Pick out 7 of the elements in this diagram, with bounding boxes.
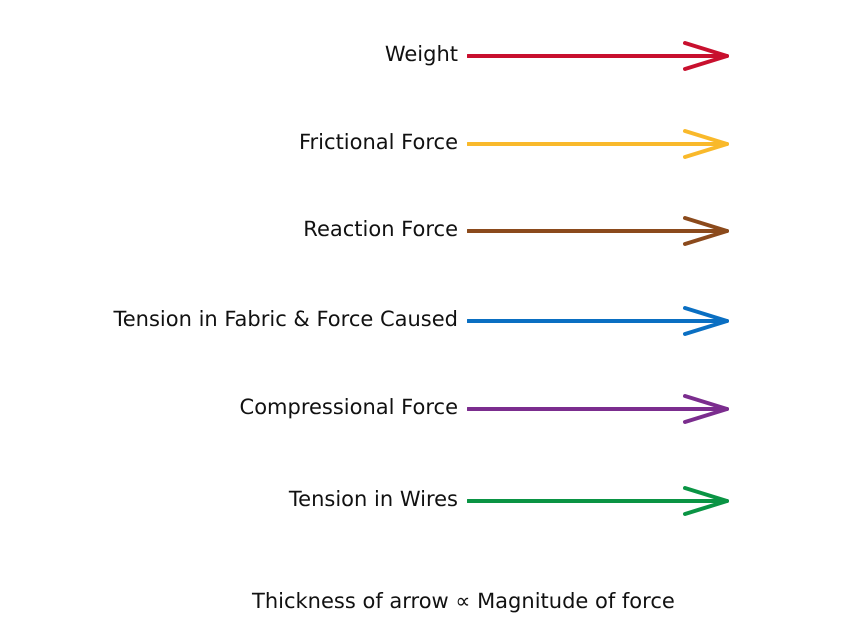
legend-label: Compressional Force xyxy=(240,394,458,421)
note-text: Thickness of arrow ∝ Magnitude of force xyxy=(252,588,675,615)
legend-label: Weight xyxy=(384,41,458,68)
legend-label: Frictional Force xyxy=(299,129,458,156)
legend-label: Tension in Wires xyxy=(288,486,458,513)
legend-label: Reaction Force xyxy=(303,216,458,243)
legend-label: Tension in Fabric & Force Caused xyxy=(113,306,458,333)
